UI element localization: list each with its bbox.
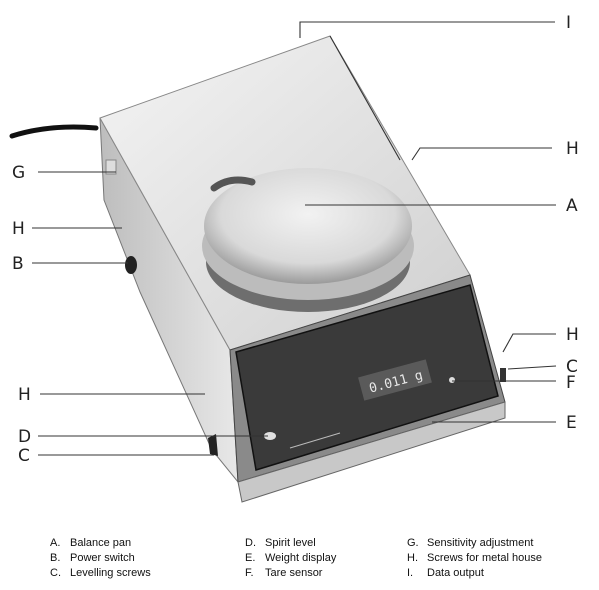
legend-key: D. [245,537,256,549]
legend-key: E. [245,552,256,564]
callout-c-left: C [18,446,30,466]
legend-column: G. Sensitivity adjustment H. Screws for me… [393,536,542,581]
levelling-screw-right [500,368,506,382]
legend-key: C. [50,567,61,579]
leader-line-i [299,21,555,38]
callout-h-right: H [566,325,579,345]
legend-item-c: C. Levelling screws [36,566,151,581]
legend-item-a: A. Balance pan [36,536,151,551]
legend-text: Balance pan [70,537,132,549]
callout-h-lower: H [18,385,31,405]
legend: A. Balance pan B. Power switch C. Levelling… [36,536,596,586]
callout-h-top: H [566,139,579,159]
brand-marking [289,432,341,449]
legend-column: D. Spirit level E. Weight display F. Tare s… [231,536,336,581]
balance-base-strip [237,401,506,503]
legend-item-e: E. Weight display [231,551,336,566]
tare-sensor [449,377,455,383]
callout-b: B [12,254,24,274]
legend-text: Spirit level [265,537,316,549]
legend-key: A. [50,537,61,549]
callout-e: E [566,413,577,433]
callout-f: F [566,373,576,393]
power-cable [9,124,99,139]
leader-line-c-right [507,365,557,370]
legend-text: Tare sensor [265,567,323,579]
balance-pan [204,168,412,284]
power-switch [125,256,137,274]
legend-item-d: D. Spirit level [231,536,336,551]
legend-key: I. [407,567,414,579]
legend-key: H. [407,552,418,564]
legend-key: F. [245,567,254,579]
callout-h-left: H [12,219,25,239]
legend-item-i: I. Data output [393,566,542,581]
legend-text: Screws for metal house [427,552,542,564]
weight-display-window [358,359,432,401]
callout-c-right: C [566,357,578,377]
legend-item-b: B. Power switch [36,551,151,566]
levelling-screw-left [208,434,218,456]
spirit-level [264,432,276,440]
legend-key: G. [407,537,419,549]
callout-g: G [12,163,25,183]
legend-text: Data output [427,567,484,579]
legend-item-g: G. Sensitivity adjustment [393,536,542,551]
legend-text: Weight display [265,552,337,564]
legend-column: A. Balance pan B. Power switch C. Levelling… [36,536,151,581]
legend-item-f: F. Tare sensor [231,566,336,581]
legend-text: Power switch [70,552,135,564]
leader-line-h-top [411,147,552,161]
sensitivity-adjustment-screw [105,159,117,175]
balance-pan-highlight [210,176,256,192]
legend-key: B. [50,552,61,564]
callout-d: D [18,427,31,447]
callout-lines [32,21,557,456]
legend-item-h: H. Screws for metal house [393,551,542,566]
legend-text: Sensitivity adjustment [427,537,534,549]
leader-line-h-right [502,333,556,353]
callout-i: I [566,13,571,33]
leader-line-i-diagonal [329,35,401,161]
callout-a: A [566,196,578,216]
legend-text: Levelling screws [70,567,151,579]
